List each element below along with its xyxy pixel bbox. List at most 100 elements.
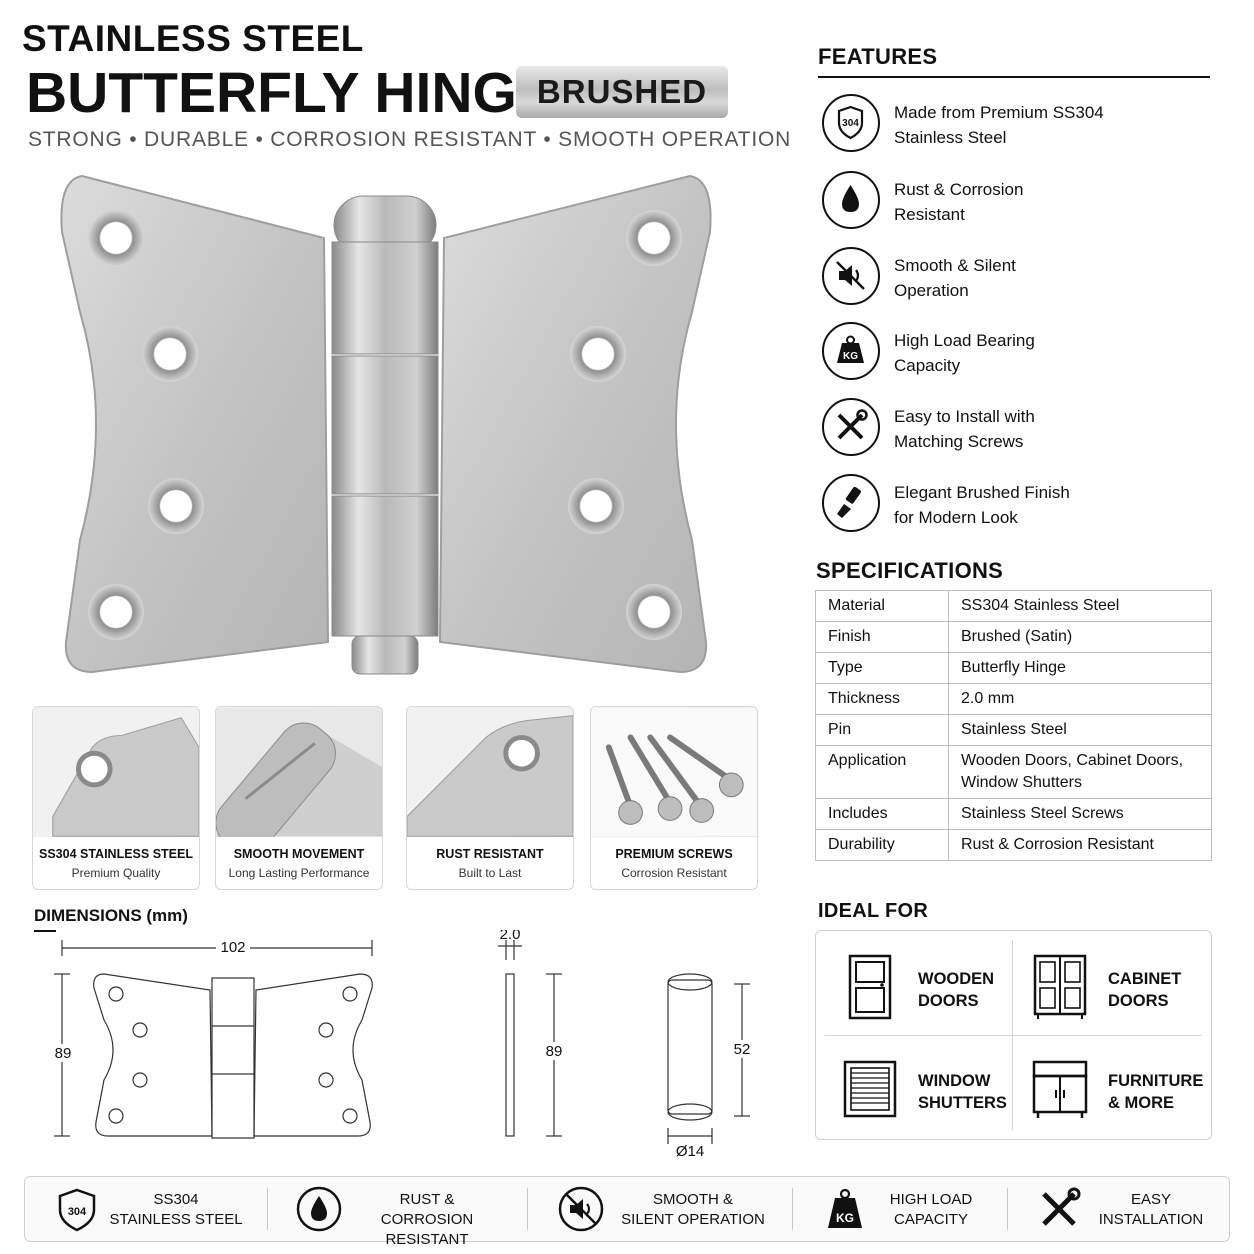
thumbnail-subtitle: Corrosion Resistant	[621, 866, 727, 880]
thumbnail-ss304: SS304 STAINLESS STEEL Premium Quality	[32, 706, 200, 890]
spec-value: Butterfly Hinge	[948, 652, 1212, 684]
thumbnail-premium-screws: PREMIUM SCREWS Corrosion Resistant	[590, 706, 758, 890]
thumbnail-title: PREMIUM SCREWS	[615, 847, 733, 861]
bottom-item-silent: SMOOTH & SILENT OPERATION	[558, 1180, 788, 1238]
bottom-line-1: SMOOTH &	[652, 1191, 733, 1208]
spec-value: Rust & Corrosion Resistant	[948, 829, 1212, 861]
plate-closeup-image	[33, 707, 199, 837]
bottom-item-load: KG HIGH LOAD CAPACITY	[822, 1180, 1002, 1238]
mute-speaker-icon	[822, 247, 880, 305]
hinge-hero-image	[60, 174, 712, 675]
ideal-line-1: WINDOW	[918, 1072, 991, 1090]
spec-value: 2.0 mm	[948, 683, 1212, 715]
features-heading: FEATURES	[818, 44, 938, 69]
svg-text:304: 304	[68, 1206, 87, 1218]
bottom-divider	[792, 1188, 793, 1230]
ideal-line-2: SHUTTERS	[918, 1094, 1007, 1112]
bottom-line-2: STAINLESS STEEL	[109, 1211, 243, 1228]
bottom-line-1: HIGH LOAD	[889, 1191, 973, 1208]
plate-edge-image	[407, 707, 573, 837]
bottom-line-1: EASY	[1130, 1191, 1172, 1208]
thumbnail-title: SMOOTH MOVEMENT	[233, 847, 365, 861]
tools-icon	[1042, 1187, 1081, 1226]
bottom-item-installation: EASY INSTALLATION	[1036, 1180, 1216, 1238]
feature-line-1: High Load Bearing	[894, 331, 1035, 350]
thumbnail-subtitle: Long Lasting Performance	[228, 866, 370, 880]
spec-value: SS304 Stainless Steel	[948, 590, 1212, 622]
window-shutter-icon	[843, 1060, 897, 1118]
door-icon	[848, 954, 892, 1020]
furniture-icon	[1032, 1060, 1088, 1118]
cabinet-icon	[1033, 954, 1087, 1019]
svg-text:KG: KG	[836, 1211, 854, 1225]
droplet-icon	[822, 171, 880, 229]
spec-value: Brushed (Satin)	[948, 621, 1212, 653]
spec-value: Stainless Steel	[948, 714, 1212, 746]
bottom-divider	[267, 1188, 268, 1230]
droplet-icon	[296, 1186, 342, 1232]
screws-image	[591, 707, 757, 837]
bottom-line-2: CAPACITY	[894, 1211, 968, 1228]
svg-text:KG: KG	[843, 351, 858, 362]
dim-width: 102	[220, 939, 245, 956]
thumbnail-title: SS304 STAINLESS STEEL	[39, 847, 193, 861]
dimension-drawing: 102 89 2.0 89 52 Ø14	[50, 930, 758, 1160]
ideal-for-panel	[815, 930, 1212, 1140]
spec-key: Includes	[815, 798, 949, 830]
ideal-window-shutters: WINDOW SHUTTERS	[822, 1036, 1012, 1136]
bottom-divider	[527, 1188, 528, 1230]
mute-speaker-icon	[558, 1186, 604, 1232]
shield-304-icon: 304	[822, 94, 880, 152]
ideal-divider-horizontal	[825, 1035, 1202, 1036]
weight-kg-icon: KG	[822, 322, 880, 380]
ideal-line-2: DOORS	[918, 992, 979, 1010]
bottom-feature-bar	[24, 1176, 1230, 1242]
ideal-line-2: & MORE	[1108, 1094, 1174, 1112]
dim-pin-length: 52	[734, 1041, 751, 1058]
feature-line-1: Made from Premium SS304	[894, 103, 1104, 122]
ideal-line-1: CABINET	[1108, 970, 1182, 988]
thumbnail-smooth-movement: SMOOTH MOVEMENT Long Lasting Performance	[215, 706, 383, 890]
finish-badge: BRUSHED	[516, 66, 728, 118]
feature-line-2: Matching Screws	[894, 432, 1024, 451]
spec-key: Application	[815, 745, 949, 799]
ideal-for-heading: IDEAL FOR	[818, 900, 929, 922]
dim-side-height: 89	[546, 1043, 563, 1060]
feature-line-1: Smooth & Silent	[894, 256, 1016, 275]
brush-icon	[822, 474, 880, 532]
spec-key: Pin	[815, 714, 949, 746]
dim-height: 89	[55, 1045, 72, 1062]
bottom-line-2: INSTALLATION	[1098, 1211, 1204, 1228]
dim-thickness: 2.0	[500, 930, 521, 943]
thumbnail-title: RUST RESISTANT	[436, 847, 544, 861]
spec-key: Material	[815, 590, 949, 622]
bottom-line-2: RESISTANT	[385, 1231, 469, 1248]
feature-line-2: Operation	[894, 281, 969, 300]
bottom-item-rust: RUST & CORROSION RESISTANT	[296, 1180, 516, 1248]
tools-icon	[822, 398, 880, 456]
bottom-line-1: RUST & CORROSION	[380, 1191, 474, 1228]
thumbnail-subtitle: Premium Quality	[71, 866, 161, 880]
feature-line-2: Resistant	[894, 205, 965, 224]
dimensions-underline	[34, 930, 56, 932]
feature-line-1: Rust & Corrosion	[894, 180, 1024, 199]
spec-key: Type	[815, 652, 949, 684]
dimensions-title: DIMENSIONS (mm)	[34, 906, 188, 925]
bottom-divider	[1007, 1188, 1008, 1230]
spec-key: Durability	[815, 829, 949, 861]
weight-kg-icon: KG	[828, 1188, 862, 1228]
tagline: STRONG • DURABLE • CORROSION RESISTANT •…	[28, 128, 792, 151]
bottom-line-2: SILENT OPERATION	[621, 1211, 765, 1228]
